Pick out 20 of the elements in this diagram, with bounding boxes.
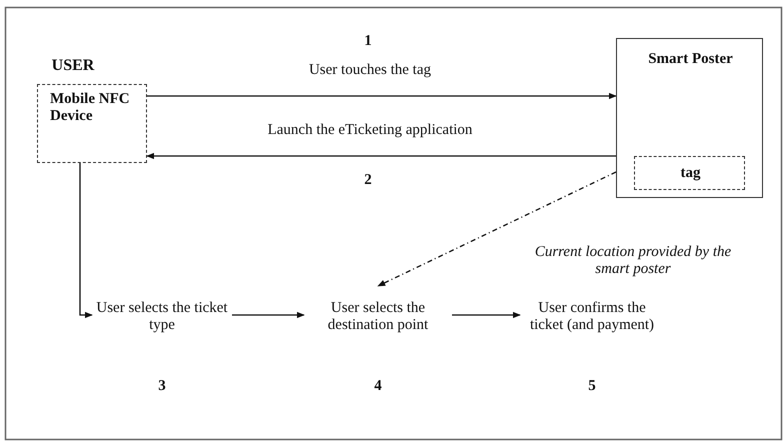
step-number: 5 bbox=[587, 378, 597, 395]
process-box bbox=[616, 38, 763, 198]
actor-heading: USER bbox=[50, 57, 96, 74]
arrow bbox=[79, 163, 93, 318]
arrow bbox=[452, 312, 521, 318]
step-text: User selects the ticket type bbox=[95, 300, 229, 334]
box-label: Smart Poster bbox=[647, 51, 734, 68]
step-number: 3 bbox=[157, 378, 167, 395]
box-label: Mobile NFC Device bbox=[50, 91, 131, 125]
step-number: 4 bbox=[373, 378, 383, 395]
process-box bbox=[634, 156, 745, 190]
arrow bbox=[232, 312, 305, 318]
arrow bbox=[377, 171, 616, 287]
box-label: tag bbox=[680, 165, 702, 182]
step-number: 1 bbox=[363, 33, 373, 50]
step-number: 2 bbox=[363, 172, 373, 189]
arrow bbox=[147, 92, 617, 100]
arrow bbox=[146, 152, 616, 160]
step-text: User confirms the ticket (and payment) bbox=[528, 300, 656, 334]
step-text: User selects the destination point bbox=[326, 300, 430, 334]
